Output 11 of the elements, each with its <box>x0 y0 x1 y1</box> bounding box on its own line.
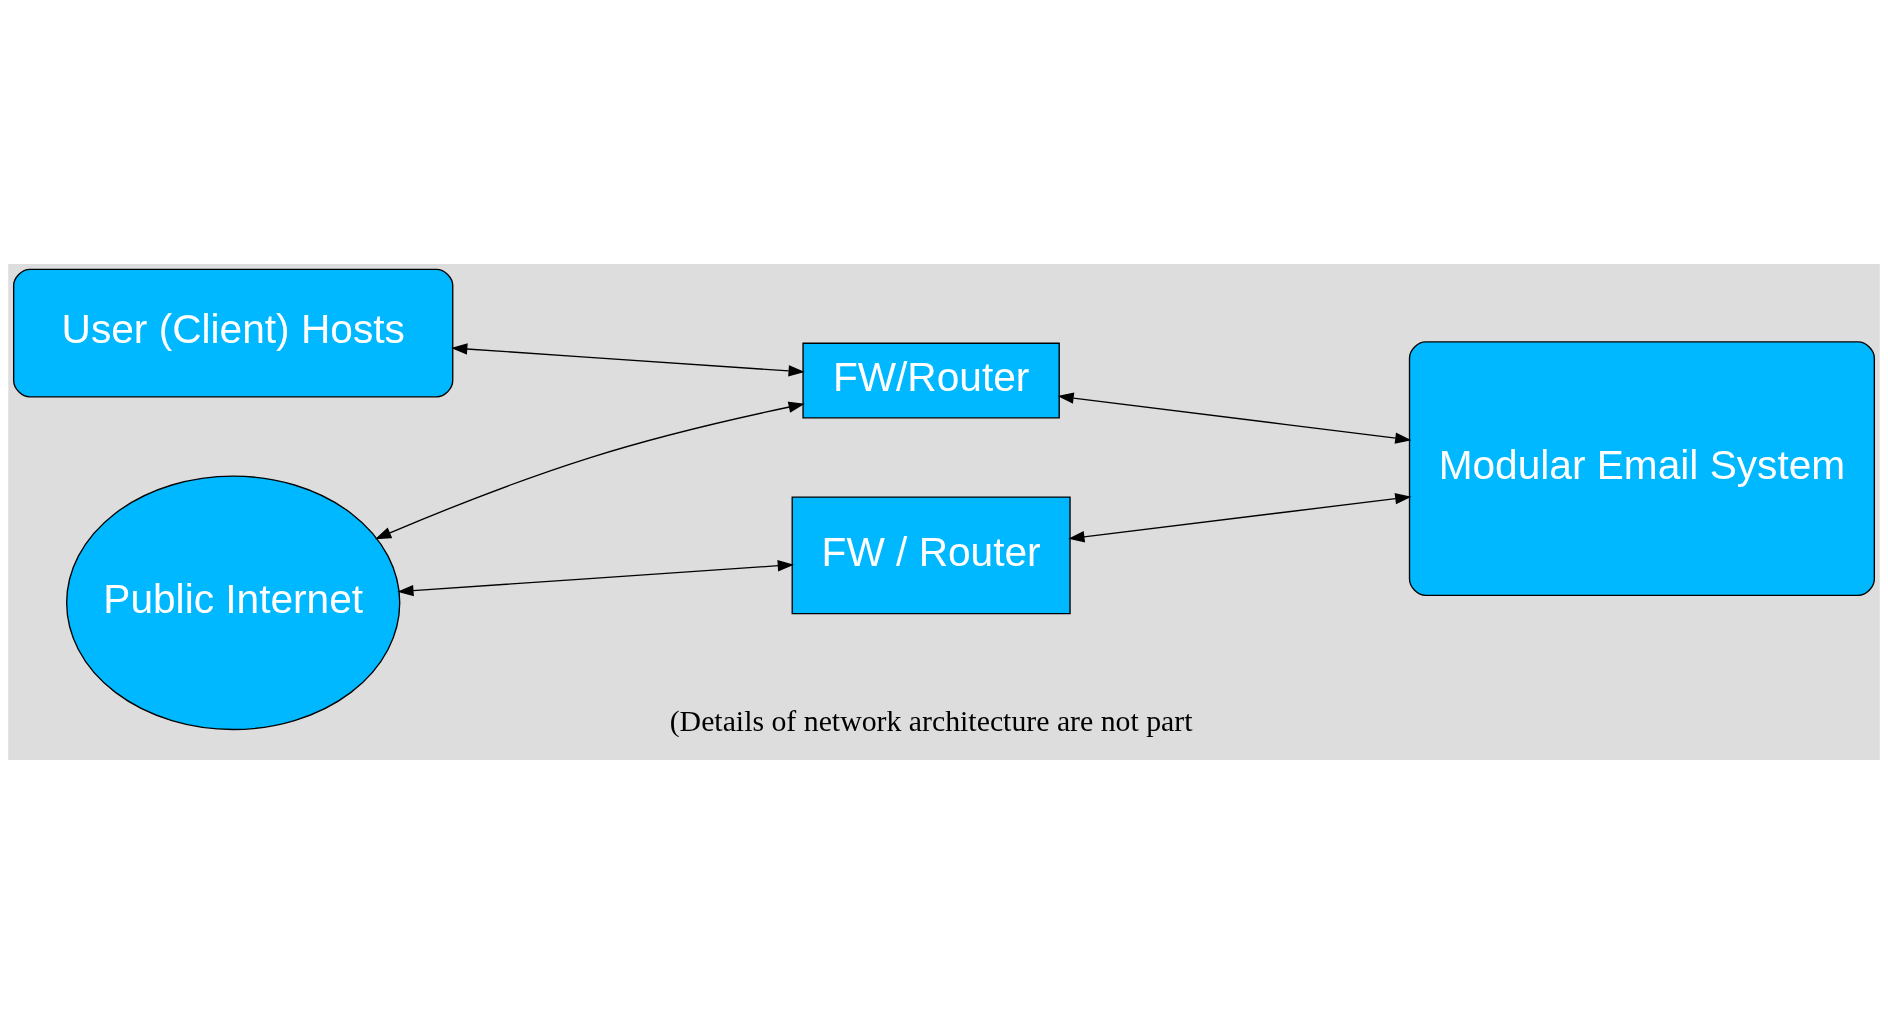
node-box: FW/Router <box>802 342 1060 419</box>
node-ellipse: Public Internet <box>66 475 401 731</box>
arrow <box>1057 392 1412 444</box>
arrow <box>1068 493 1412 543</box>
arrow <box>374 401 805 540</box>
node-box: FW / Router <box>791 496 1071 615</box>
arrow <box>397 560 794 597</box>
node-box: Modular Email System <box>1408 341 1875 596</box>
node-box: User (Client) Hosts <box>13 268 454 398</box>
label: (Details of network architecture are not part <box>669 704 1193 737</box>
arrow <box>451 343 805 377</box>
